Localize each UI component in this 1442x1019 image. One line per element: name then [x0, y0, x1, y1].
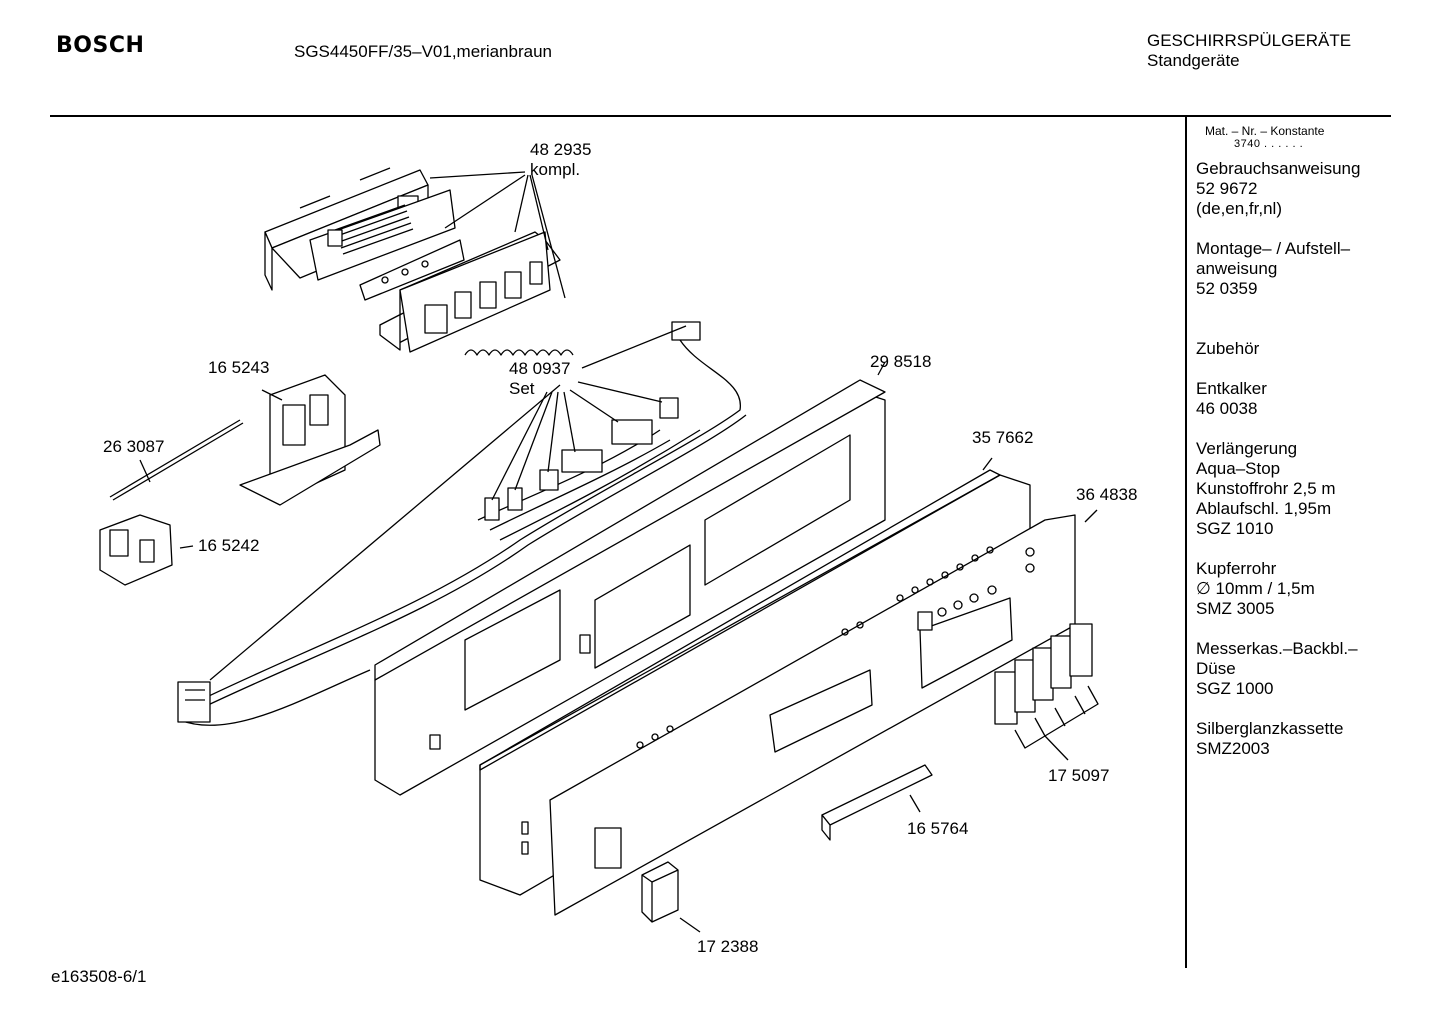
extension-line-2: Aqua–Stop: [1196, 459, 1281, 478]
part-165242: 16 5242: [198, 536, 260, 555]
part-482935: 48 2935: [530, 140, 592, 159]
panel-carrier-298518: [374, 361, 886, 796]
nozzle-title-cont: Düse: [1196, 659, 1236, 678]
mat-nr-value: 3740 . . . . . .: [1234, 138, 1304, 150]
part-263087: 26 3087: [103, 437, 165, 456]
manual-block: Gebrauchsanweisung 52 9672 (de,en,fr,nl): [1196, 159, 1436, 219]
copper-pipe-spec: ∅ 10mm / 1,5m: [1196, 579, 1315, 598]
copper-pipe-block: Kupferrohr ∅ 10mm / 1,5m SMZ 3005: [1196, 559, 1436, 619]
accessory-sidebar: Mat. – Nr. – Konstante 3740 . . . . . . …: [1196, 118, 1436, 759]
part-175097: 17 5097: [1048, 766, 1110, 785]
part-480937-note: Set: [509, 379, 535, 398]
category-subtitle: Standgeräte: [1147, 51, 1240, 70]
cable-set-480937: [177, 321, 747, 727]
part-364838: 36 4838: [1076, 485, 1138, 504]
brand-logo: BOSCH: [56, 33, 145, 58]
control-module-482935: [264, 167, 574, 356]
nozzle-title: Messerkas.–Backbl.–: [1196, 639, 1358, 658]
drawing-id: e163508-6/1: [51, 967, 147, 986]
manual-languages: (de,en,fr,nl): [1196, 199, 1282, 218]
category-title: GESCHIRRSPÜLGERÄTE: [1147, 31, 1352, 50]
header-rule: [50, 115, 1391, 117]
exploded-parts-drawing: [99, 167, 1099, 933]
silver-cassette-block: Silberglanzkassette SMZ2003: [1196, 719, 1436, 759]
extension-line-4: Ablaufschl. 1,95m: [1196, 499, 1332, 518]
door-lock-165243: [109, 374, 381, 506]
copper-pipe-title: Kupferrohr: [1196, 559, 1277, 578]
strip-165764: [821, 764, 933, 841]
installation-block: Montage– / Aufstell– anweisung 52 0359: [1196, 239, 1436, 299]
part-165764: 16 5764: [907, 819, 969, 838]
extension-line-3: Kunstoffrohr 2,5 m: [1196, 479, 1336, 498]
copper-pipe-number: SMZ 3005: [1196, 599, 1275, 618]
silver-cassette-number: SMZ2003: [1196, 739, 1270, 758]
installation-title: Montage– / Aufstell–: [1196, 239, 1351, 258]
part-482935-note: kompl.: [530, 160, 581, 179]
sidebar-divider: [1185, 117, 1187, 968]
extension-title: Verlängerung: [1196, 439, 1298, 458]
part-298518: 29 8518: [870, 352, 932, 371]
descaler-title: Entkalker: [1196, 379, 1267, 398]
descaler-number: 46 0038: [1196, 399, 1258, 418]
descaler-block: Entkalker 46 0038: [1196, 379, 1436, 419]
part-480937: 48 0937: [509, 359, 571, 378]
switch-165242: [99, 514, 194, 586]
silver-cassette-title: Silberglanzkassette: [1196, 719, 1344, 738]
model-number: SGS4450FF/35–V01,merianbraun: [294, 42, 552, 61]
extension-block: Verlängerung Aqua–Stop Kunstoffrohr 2,5 …: [1196, 439, 1436, 539]
part-172388: 17 2388: [697, 937, 759, 956]
manual-number: 52 9672: [1196, 179, 1258, 198]
installation-number: 52 0359: [1196, 279, 1258, 298]
nozzle-block: Messerkas.–Backbl.– Düse SGZ 1000: [1196, 639, 1436, 699]
mat-nr-label: Mat. – Nr. – Konstante: [1205, 124, 1325, 138]
fascia-364838: [549, 509, 1098, 916]
installation-title-cont: anweisung: [1196, 259, 1278, 278]
accessories-heading: Zubehör: [1196, 339, 1260, 358]
buttons-175097: [994, 623, 1099, 761]
part-165243: 16 5243: [208, 358, 270, 377]
part-357662: 35 7662: [972, 428, 1034, 447]
manual-title: Gebrauchsanweisung: [1196, 159, 1361, 178]
accessories-heading-block: Zubehör: [1196, 339, 1436, 359]
knob-172388: [641, 861, 701, 933]
extension-number: SGZ 1010: [1196, 519, 1274, 538]
nozzle-number: SGZ 1000: [1196, 679, 1274, 698]
